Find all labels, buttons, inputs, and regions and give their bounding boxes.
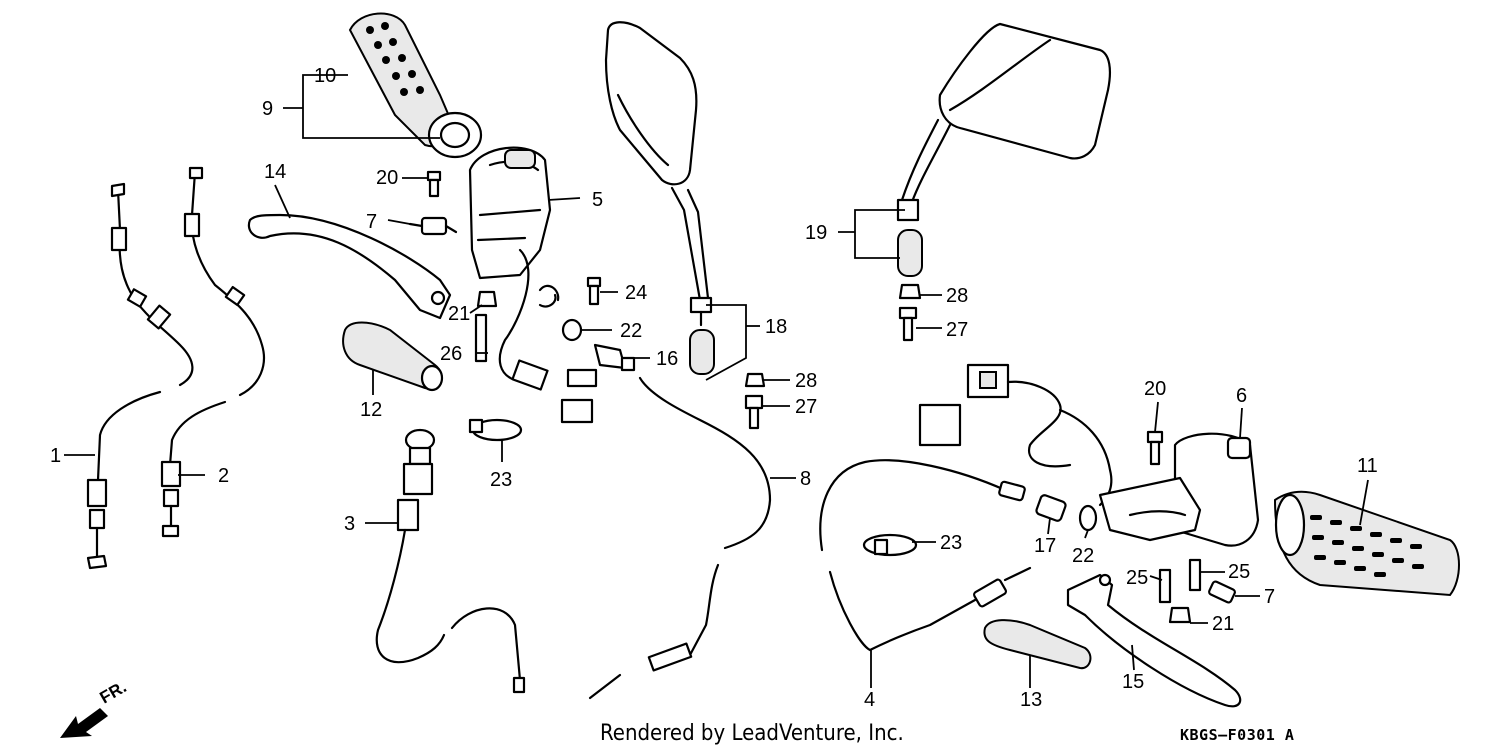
part-22-collar-left[interactable] — [561, 318, 583, 342]
callout-25b: 25 — [1228, 561, 1250, 583]
part-25-screw-a[interactable] — [1158, 568, 1172, 604]
front-direction-indicator: FR. — [60, 677, 130, 738]
callout-23a: 23 — [490, 469, 512, 491]
part-4-cable[interactable] — [819, 459, 1032, 652]
part-19-mirror-right[interactable] — [896, 22, 1111, 277]
callout-10: 10 — [314, 65, 336, 87]
callout-27a: 27 — [795, 396, 817, 418]
part-17-adjuster[interactable] — [1035, 494, 1067, 522]
part-21-nut-left[interactable] — [476, 290, 498, 308]
callout-17: 17 — [1034, 535, 1056, 557]
callout-28b: 28 — [946, 285, 968, 307]
callout-3: 3 — [344, 513, 355, 535]
callout-26: 26 — [440, 343, 462, 365]
part-25-screw-b[interactable] — [1188, 558, 1202, 592]
callout-18: 18 — [765, 316, 787, 338]
front-arrow-icon — [60, 708, 108, 738]
part-28-nut-left[interactable] — [744, 372, 766, 388]
part-16-adjuster[interactable] — [593, 343, 636, 372]
part-7-switch-right[interactable] — [1208, 580, 1236, 604]
part-8-clutch-cable[interactable] — [588, 376, 772, 700]
part-3-choke-cable[interactable] — [375, 428, 526, 694]
callout-24: 24 — [625, 282, 647, 304]
callout-16: 16 — [656, 348, 678, 370]
callout-19: 19 — [805, 222, 827, 244]
part-13-lever-boot[interactable] — [983, 619, 1092, 670]
part-1-throttle-cable[interactable] — [86, 182, 194, 570]
callout-20b: 20 — [1144, 378, 1166, 400]
callout-1: 1 — [50, 445, 61, 467]
part-20-screw-left[interactable] — [426, 170, 442, 198]
callout-23b: 23 — [940, 532, 962, 554]
callout-8: 8 — [800, 468, 811, 490]
callout-2: 2 — [218, 465, 229, 487]
direction-label: FR. — [97, 677, 130, 707]
part-22-collar-right[interactable] — [1078, 504, 1098, 532]
render-credit: Rendered by LeadVenture, Inc. — [600, 721, 904, 746]
part-26-screw[interactable] — [474, 313, 488, 363]
part-6-right-handlebar-switch[interactable] — [918, 363, 1260, 547]
callout-27b: 27 — [946, 319, 968, 341]
part-10-left-grip[interactable] — [348, 12, 483, 159]
part-27-screw-right[interactable] — [898, 306, 918, 342]
callout-22a: 22 — [620, 320, 642, 342]
part-23-band-right[interactable] — [862, 533, 918, 557]
callout-7b: 7 — [1264, 586, 1275, 608]
part-21-nut-right[interactable] — [1168, 606, 1192, 624]
part-15-brake-lever[interactable] — [1066, 573, 1242, 708]
part-12-lever-boot[interactable] — [342, 321, 444, 392]
callout-9: 9 — [262, 98, 273, 120]
callout-21b: 21 — [1212, 613, 1234, 635]
part-11-right-grip[interactable] — [1273, 490, 1460, 597]
part-20-screw-right[interactable] — [1146, 430, 1164, 466]
part-27-screw-left[interactable] — [744, 394, 764, 430]
callout-25a: 25 — [1126, 567, 1148, 589]
leader-lines — [64, 74, 1369, 688]
callout-4: 4 — [864, 689, 875, 711]
callout-20a: 20 — [376, 167, 398, 189]
diagram-code: KBGS–F0301 A — [1180, 726, 1294, 744]
callout-22b: 22 — [1072, 545, 1094, 567]
callout-5: 5 — [592, 189, 603, 211]
part-23-band-left[interactable] — [468, 418, 523, 442]
callout-13: 13 — [1020, 689, 1042, 711]
part-5-left-handlebar-switch[interactable] — [468, 146, 598, 424]
part-24-screw[interactable] — [586, 276, 602, 306]
part-14-clutch-lever[interactable] — [247, 213, 452, 320]
callout-11: 11 — [1357, 455, 1378, 477]
part-7-switch-left[interactable] — [408, 216, 458, 236]
callout-21a: 21 — [448, 303, 470, 325]
callout-6: 6 — [1236, 385, 1247, 407]
callout-14: 14 — [264, 161, 286, 183]
callout-28a: 28 — [795, 370, 817, 392]
callout-7a: 7 — [366, 211, 377, 233]
callout-labels: 10 9 14 20 7 5 21 24 26 22 16 12 23 1 2 … — [50, 65, 1378, 711]
callout-12: 12 — [360, 399, 382, 421]
part-28-nut-right[interactable] — [898, 283, 922, 300]
part-2-throttle-cable[interactable] — [160, 166, 266, 538]
part-18-mirror-left[interactable] — [604, 21, 715, 375]
callout-15: 15 — [1122, 671, 1144, 693]
